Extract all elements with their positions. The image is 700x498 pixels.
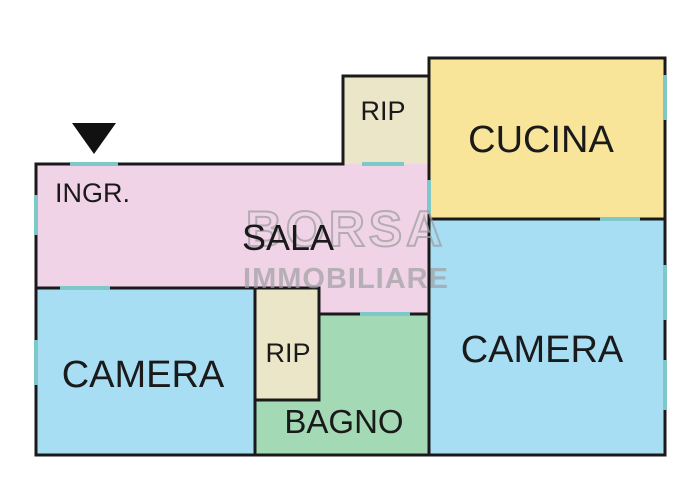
label-rip-top: RIP — [360, 96, 405, 126]
label-sala: SALA — [242, 217, 334, 258]
label-cucina: CUCINA — [468, 119, 614, 161]
room-cucina — [429, 58, 665, 219]
walls — [34, 56, 667, 457]
room-camera-right — [429, 219, 665, 455]
watermark-line1: BORSA — [246, 201, 447, 257]
label-camera-right: CAMERA — [461, 329, 624, 371]
room-camera-left — [36, 288, 255, 455]
room-rip-top — [343, 76, 429, 164]
watermark-line2: IMMOBILIARE — [243, 263, 449, 295]
label-rip-middle: RIP — [265, 338, 310, 368]
room-rip-middle-fill — [256, 289, 318, 399]
windows — [34, 75, 667, 410]
entrance-arrow-icon — [72, 123, 116, 154]
label-bagno: BAGNO — [284, 403, 403, 440]
label-camera-left: CAMERA — [62, 354, 225, 396]
label-ingresso: INGR. — [55, 178, 130, 208]
